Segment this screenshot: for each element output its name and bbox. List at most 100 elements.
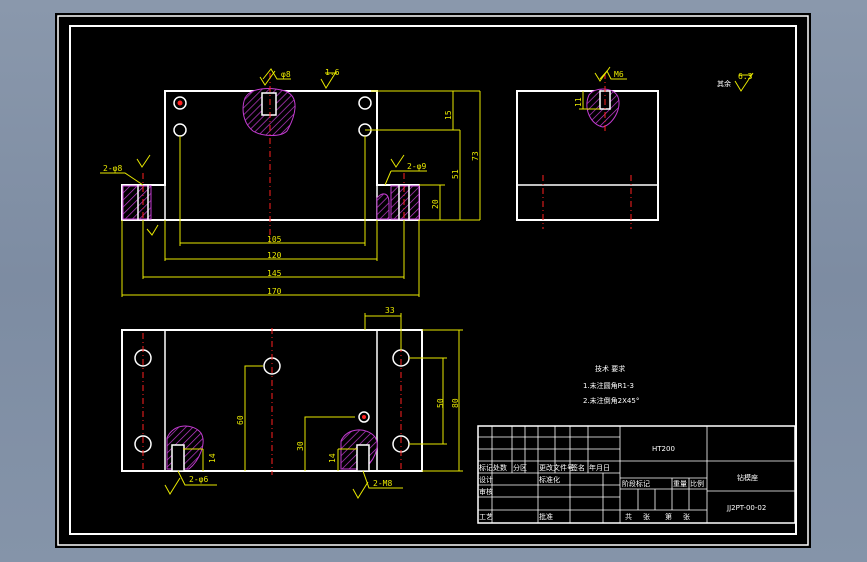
- standardize-label: 标准化: [539, 475, 560, 484]
- front-top-tapped-hole: [261, 92, 277, 116]
- side-callout-leader: [599, 70, 627, 80]
- dim-51: 51: [451, 169, 460, 179]
- top-right-callout-leader: [362, 470, 403, 489]
- header-cell: 分区: [513, 463, 527, 472]
- row-label: 工艺: [479, 513, 493, 521]
- front-left-section: [122, 185, 152, 220]
- roughness-note-value: 6.3: [738, 72, 753, 81]
- header-cell: 处数: [493, 463, 507, 472]
- dim-50: 50: [436, 398, 445, 408]
- dim-14b: 14: [328, 453, 337, 463]
- row-label: 设计: [479, 475, 493, 484]
- cad-viewport[interactable]: 105 120 145 170 15 73 51 20 φ8 1.6 2-φ8 …: [55, 13, 811, 548]
- side-dim-line: [579, 91, 600, 110]
- side-view: 11 M6: [516, 66, 659, 229]
- front-right-section: [376, 185, 420, 220]
- header-cell: 年月日: [589, 463, 610, 472]
- dim-line-80: [422, 329, 463, 472]
- approve-label: 批准: [539, 512, 553, 521]
- side-dim-11: 11: [574, 97, 583, 107]
- top-view: 33 50 80 60 30 14 14 2-φ6 2-M8: [121, 306, 463, 499]
- dim-170: 170: [267, 287, 282, 296]
- dim-73: 73: [471, 151, 480, 161]
- drawing-canvas: 105 120 145 170 15 73 51 20 φ8 1.6 2-φ8 …: [57, 15, 809, 546]
- dim-line-15: [371, 90, 480, 131]
- side-view-outline: [516, 90, 659, 221]
- part-name: 钻模座: [737, 473, 758, 482]
- bottom-roughness-symbol: [146, 224, 159, 236]
- header-cell: 更改文件号: [539, 463, 574, 472]
- front-hole-center: [177, 100, 183, 106]
- left-holes-leader: [100, 172, 144, 186]
- top-left-callout: 2-φ6: [189, 475, 208, 484]
- dim-line-120: [164, 220, 378, 261]
- dim-30: 30: [296, 441, 305, 451]
- top-left-callout-leader: [177, 470, 217, 486]
- sheet-mark: 张: [643, 512, 650, 521]
- header-cell: 签名: [571, 463, 585, 472]
- dim-105: 105: [267, 235, 282, 244]
- front-view: 105 120 145 170 15 73 51 20 φ8 1.6 2-φ8 …: [100, 68, 481, 297]
- dim-line-60: [244, 365, 263, 471]
- roughness-note: 其余 6.3: [717, 72, 754, 92]
- sheet-mark: 第: [665, 512, 672, 521]
- front-hole: [173, 123, 187, 137]
- sheet-outer-border: [57, 15, 809, 546]
- weight-label: 重量: [673, 480, 687, 488]
- drawing-number: JJ2PT-00-02: [726, 504, 766, 512]
- dim-line-33: [364, 313, 402, 350]
- title-block: 标记 处数 分区 更改文件号 签名 年月日 设计 审核 工艺 标准化 批准 阶段…: [477, 425, 796, 524]
- scale-label: 比例: [690, 479, 704, 488]
- dim-line-20: [419, 184, 445, 220]
- left-holes-callout: 2-φ8: [103, 164, 122, 173]
- sheet-mark: 共: [625, 512, 632, 521]
- dim-line-14b: [337, 448, 357, 471]
- right-holes-leader: [384, 170, 427, 186]
- dim-145: 145: [267, 269, 282, 278]
- roughness-value: 1.6: [325, 68, 340, 77]
- dim-line-30: [304, 416, 355, 471]
- material: HT200: [652, 445, 675, 453]
- dim-14a: 14: [208, 453, 217, 463]
- dim-15: 15: [444, 110, 453, 120]
- top-left-roughness-symbol: [164, 477, 181, 495]
- dim-line-73: [419, 91, 481, 221]
- top-right-roughness-symbol: [352, 481, 369, 499]
- dim-line-14a: [183, 448, 204, 471]
- left-roughness-symbol: [136, 154, 151, 168]
- dim-33: 33: [385, 306, 395, 315]
- sheet-inner-border: [69, 25, 797, 535]
- dim-line-51: [365, 129, 461, 220]
- dim-line-50: [409, 357, 447, 445]
- top-right-callout: 2-M8: [373, 479, 392, 488]
- front-hole: [173, 96, 187, 110]
- dim-line-145: [142, 220, 405, 279]
- tech-requirements: 技术 要求 1.未注圆角R1-3 2.未注倒角2X45°: [583, 364, 639, 405]
- top-hole-leader: [262, 68, 291, 80]
- tech-requirements-title: 技术 要求: [595, 364, 625, 373]
- roughness-symbol: [320, 71, 337, 89]
- top-hole-small-center: [362, 415, 366, 419]
- roughness-note-symbol: [734, 72, 754, 92]
- title-block-frame: [477, 425, 796, 524]
- top-roughness-symbol: [259, 70, 276, 86]
- header-cell: 标记: [479, 463, 493, 472]
- dim-line-170: [121, 220, 420, 297]
- front-hole: [358, 96, 372, 110]
- top-hole-small: [358, 411, 370, 423]
- top-right-tapped-hole: [356, 444, 370, 472]
- top-hole-callout: φ8: [281, 70, 291, 79]
- dim-20: 20: [431, 199, 440, 209]
- tech-requirement-item: 1.未注圆角R1-3: [583, 381, 634, 390]
- dim-80: 80: [451, 398, 460, 408]
- dim-line-105: [179, 136, 366, 246]
- tech-requirement-item: 2.未注倒角2X45°: [583, 396, 639, 405]
- side-roughness-symbol: [594, 66, 611, 82]
- sheet-mark: 张: [683, 512, 690, 521]
- dim-120: 120: [267, 251, 282, 260]
- dim-60: 60: [236, 415, 245, 425]
- row-label: 审核: [479, 487, 493, 496]
- stage-label: 阶段标记: [622, 479, 650, 488]
- right-holes-callout: 2-φ9: [407, 162, 426, 171]
- top-left-tapped-hole: [171, 444, 185, 472]
